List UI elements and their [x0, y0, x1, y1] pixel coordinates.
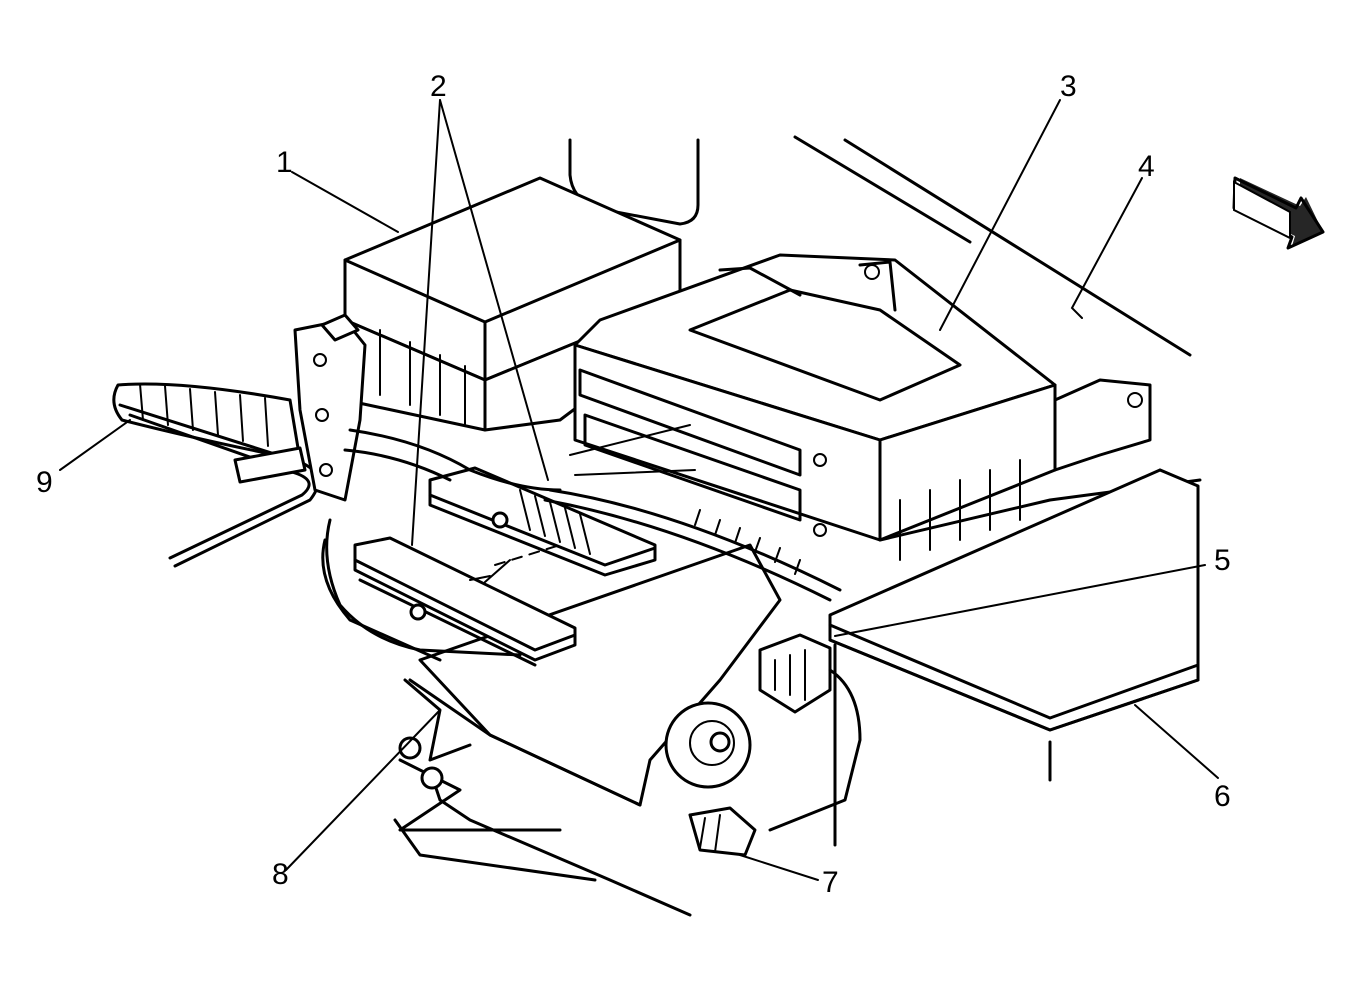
electrical-center-housing	[393, 543, 782, 917]
callout-4: 4	[1138, 150, 1155, 183]
wiring-bundle	[321, 424, 842, 662]
connector-upper	[428, 466, 657, 577]
harness-connector-7	[688, 806, 757, 857]
callout-7: 7	[822, 866, 839, 899]
callout-6: 6	[1214, 780, 1231, 813]
callout-labels: 1 2 3 4 5 6 7 8 9	[36, 70, 1231, 899]
callout-5: 5	[1214, 544, 1231, 577]
callout-3: 3	[1060, 70, 1077, 103]
callout-8: 8	[272, 858, 289, 891]
callout-2: 2	[430, 70, 447, 103]
front-direction-arrow-icon	[1232, 176, 1325, 250]
background-panels	[568, 135, 1198, 782]
connector-lower	[353, 536, 577, 667]
mounting-bracket	[293, 313, 367, 502]
callout-9: 9	[36, 466, 53, 499]
wiring-harness-conduit	[112, 382, 320, 568]
leader-lines	[59, 99, 1219, 881]
callout-1: 1	[276, 146, 293, 179]
support-tray	[828, 468, 1200, 847]
harness-connector-5	[758, 633, 862, 832]
